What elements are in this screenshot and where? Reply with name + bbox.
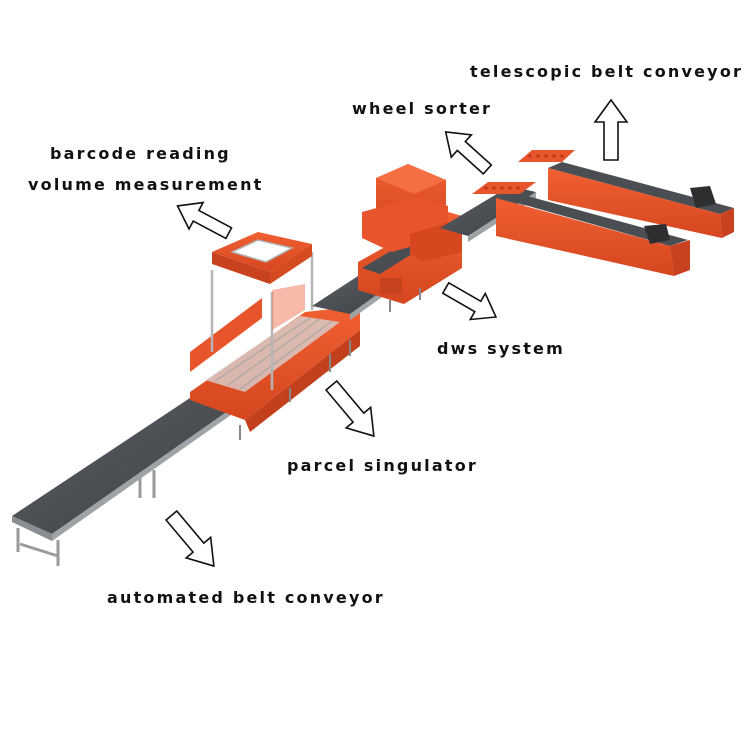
label-automated-belt-conveyor: automated belt conveyor — [107, 588, 385, 607]
telescopic-belt-conveyor — [472, 150, 734, 276]
label-parcel-singulator: parcel singulator — [287, 456, 478, 475]
barcode-scanner-frame — [210, 232, 314, 390]
label-wheel-sorter: wheel sorter — [352, 99, 493, 118]
label-barcode-reading: barcode reading — [50, 144, 231, 163]
label-telescopic-belt-conveyor: telescopic belt conveyor — [470, 62, 744, 81]
label-volume-measurement: volume measurement — [28, 175, 264, 194]
arrow-singulator-icon — [324, 379, 375, 438]
wheel-sorter — [362, 164, 536, 262]
arrow-belt-icon — [164, 509, 215, 568]
arrow-barcode-icon — [176, 201, 233, 240]
arrow-telescopic-icon — [593, 98, 629, 161]
label-dws-system: dws system — [437, 339, 565, 358]
automated-belt-conveyor — [12, 390, 238, 566]
arrow-wheel-sorter-icon — [444, 131, 493, 175]
arrow-dws-icon — [441, 281, 498, 321]
